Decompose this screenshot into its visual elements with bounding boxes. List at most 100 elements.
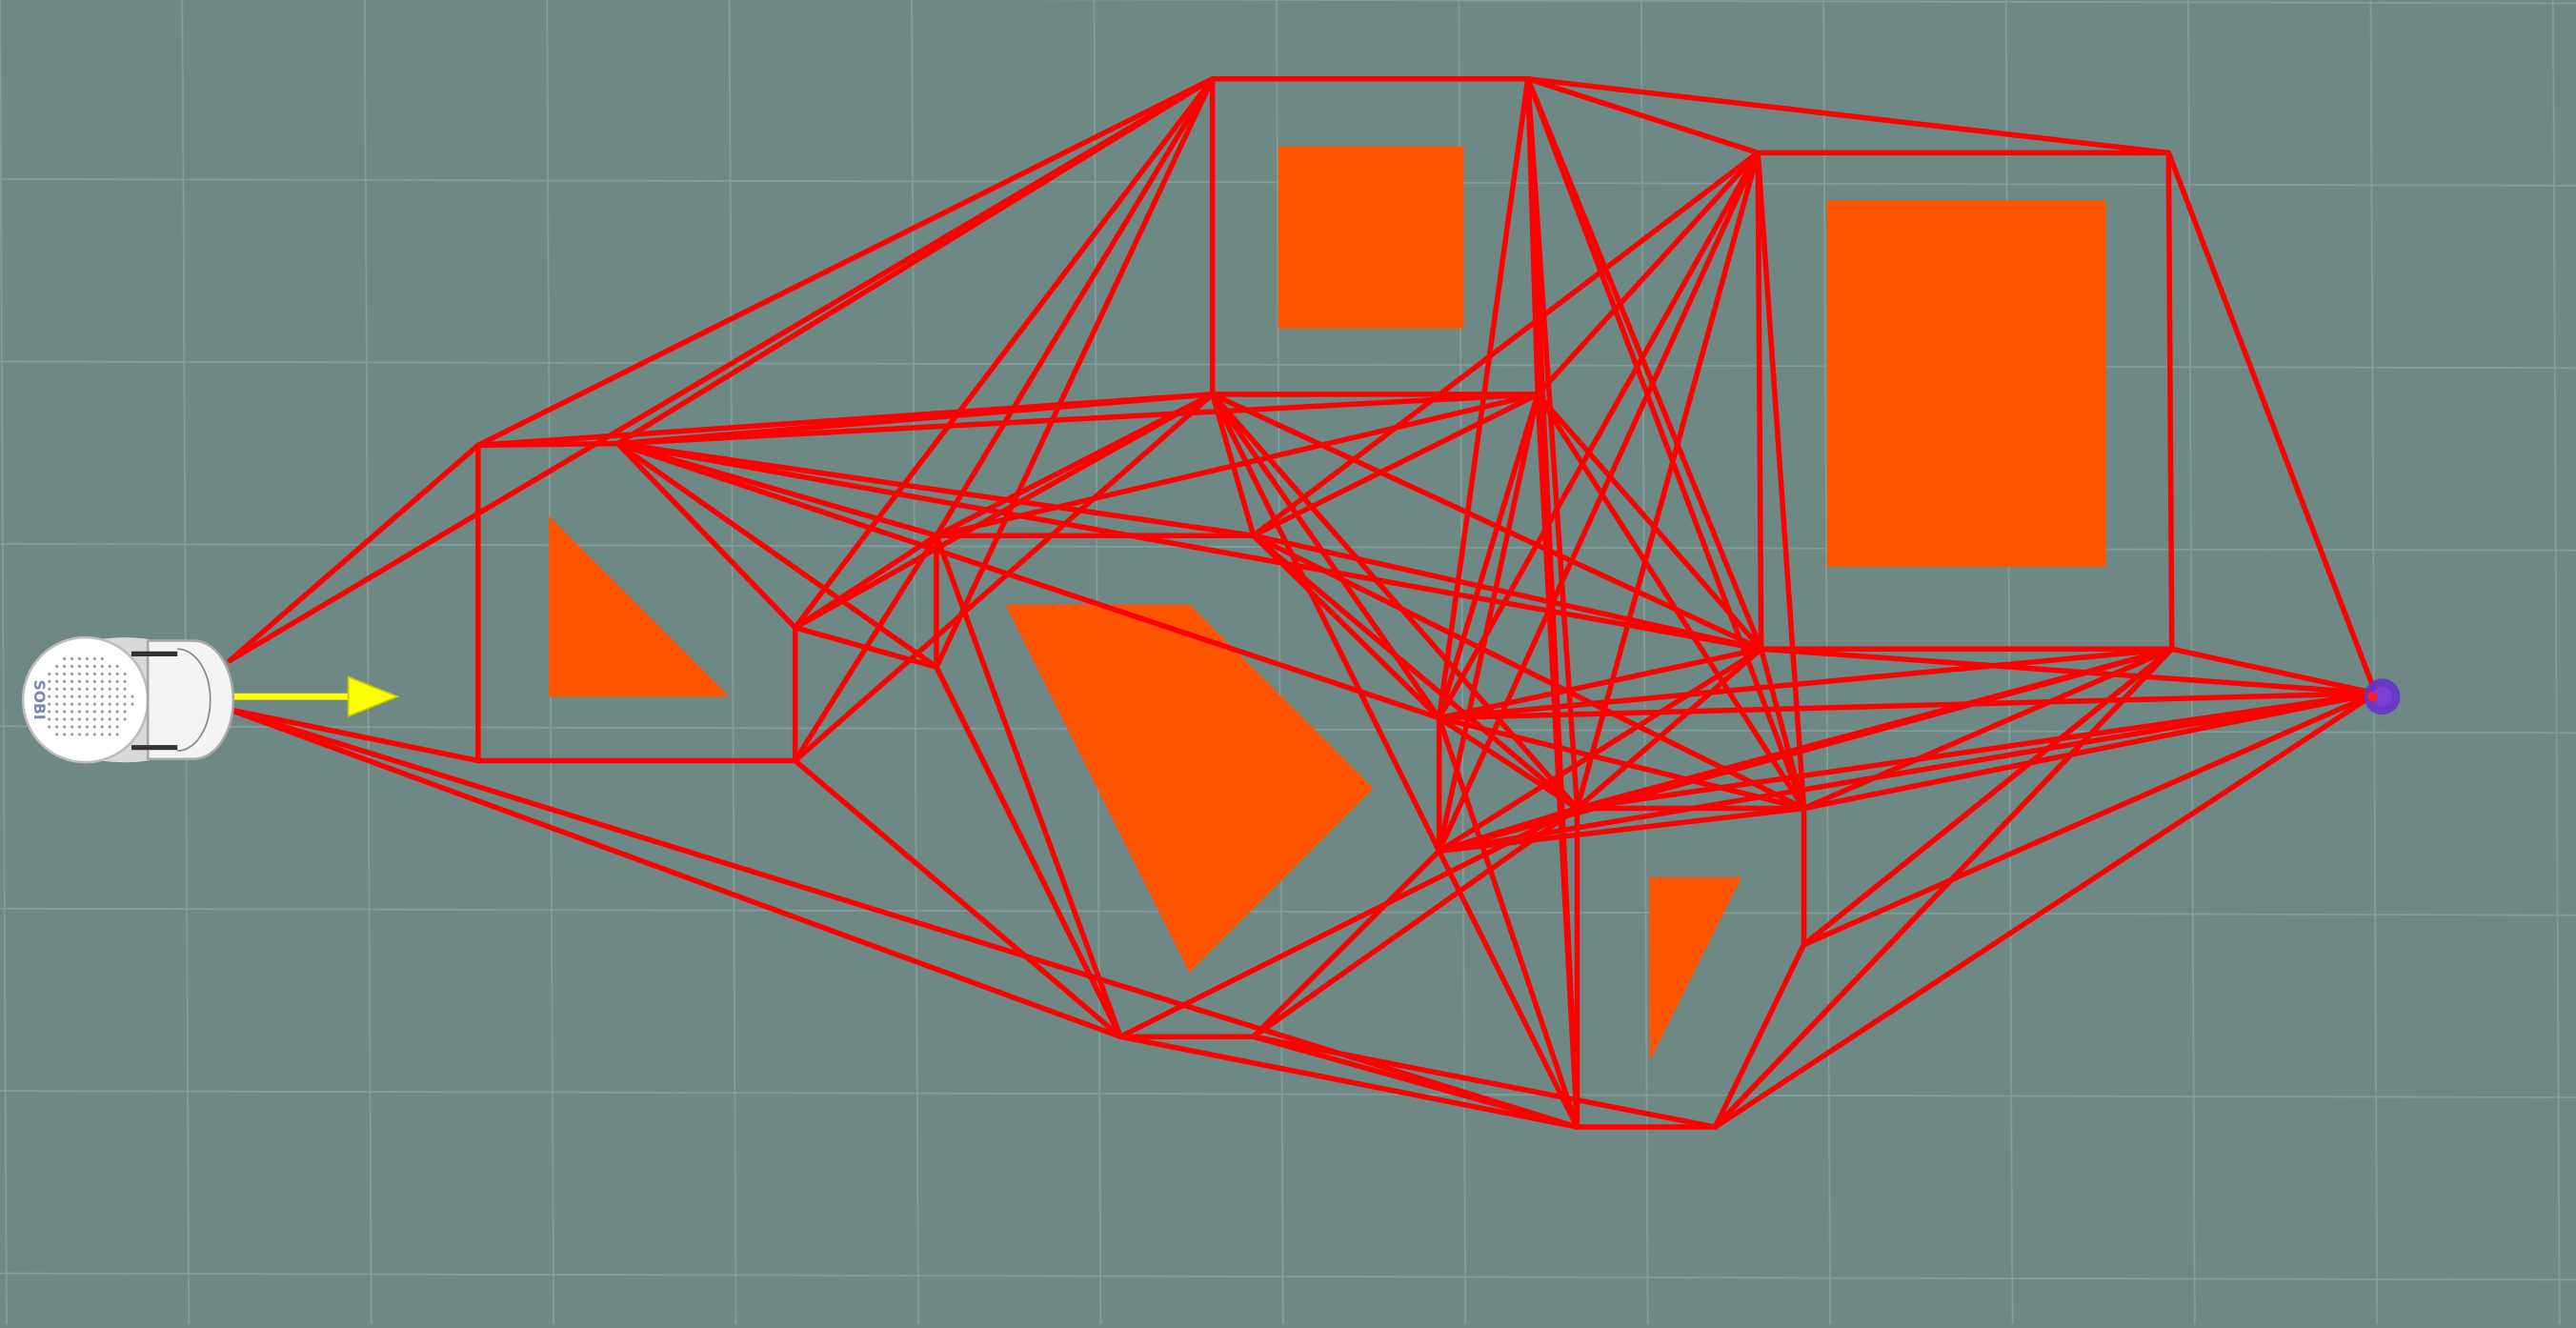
grille-dot [123, 702, 127, 706]
graph-edge [1251, 533, 1807, 812]
robot-speaker-grille [48, 656, 134, 736]
grille-dot [55, 733, 59, 736]
graph-edge [1801, 691, 2379, 948]
grille-dot [70, 656, 74, 661]
grille-dot [100, 702, 104, 706]
graph-edge [614, 440, 1257, 538]
grille-dot [63, 717, 67, 721]
graph-edge [614, 392, 1216, 447]
graph-edge [1436, 805, 1807, 855]
grid-line [728, 0, 737, 1325]
grille-dot [48, 725, 51, 729]
graph-edge [1436, 805, 1580, 855]
grille-dot [48, 710, 51, 714]
graph-edge [614, 440, 939, 670]
grille-dot [77, 694, 82, 698]
grille-dot [70, 672, 74, 675]
grid-line [0, 0, 8, 1325]
graph-edge [1436, 848, 1580, 1130]
grille-dot [123, 710, 127, 714]
graph-edge [614, 440, 1442, 721]
obstacle-center-quad [1005, 604, 1374, 973]
robot-label: SOBI [30, 680, 48, 720]
grille-dot [115, 717, 119, 721]
obstacle-top-square [1278, 146, 1464, 329]
grille-dot [77, 687, 82, 691]
grille-dot [92, 717, 96, 721]
robot[interactable]: SOBI [21, 635, 235, 764]
graph-edge [1525, 76, 1761, 156]
grille-dot [70, 679, 74, 683]
grille-dot [77, 733, 82, 736]
grille-dot [77, 664, 82, 669]
grille-dot [108, 679, 111, 683]
grille-dot [123, 687, 127, 691]
grille-dot [55, 702, 59, 706]
graph-edge [792, 392, 1216, 764]
grille-dot [70, 687, 74, 691]
grille-dot [55, 687, 59, 691]
graph-edge [1535, 150, 1761, 397]
grille-dot [63, 733, 67, 736]
grille-dot [100, 687, 104, 691]
graph-edge [1251, 150, 1761, 538]
grille-dot [85, 710, 89, 714]
graph-edge [2169, 646, 2379, 696]
grid-line [363, 0, 372, 1325]
grille-dot [108, 710, 111, 714]
graph-edge [1117, 1034, 1580, 1130]
graph-edge [792, 533, 939, 764]
grille-dot [92, 672, 96, 675]
grille-dot [55, 664, 59, 669]
grille-dot [85, 725, 89, 729]
graph-edge [227, 442, 481, 664]
grille-dot [92, 656, 96, 661]
graph-edge [1251, 533, 1580, 812]
grille-dot [100, 717, 104, 721]
obstacle-small-triangle [1649, 876, 1741, 1062]
graph-edge [1574, 646, 1764, 812]
graph-edge [934, 76, 1216, 538]
grille-dot [100, 664, 104, 669]
graph-edge [1755, 150, 1807, 812]
grille-dot [85, 717, 89, 721]
yellow-arrow-icon [230, 675, 400, 718]
grille-dot [63, 672, 67, 675]
grille-dot [63, 710, 67, 714]
graph-edge [1251, 533, 1442, 721]
grille-dot [92, 733, 96, 736]
graph-edge [1209, 392, 1764, 652]
grille-dot [131, 702, 134, 706]
graph-edge [792, 392, 1216, 631]
graph-edge [1251, 805, 1580, 1039]
grille-dot [70, 694, 74, 698]
grid-line [1822, 0, 1831, 1325]
graph-edge [1251, 1034, 1719, 1130]
grille-dot [92, 664, 96, 669]
graph-edge [1436, 646, 1764, 855]
grille-dot [108, 702, 111, 706]
grille-dot [92, 687, 96, 691]
grille-dot [92, 710, 96, 714]
graph-edge [1436, 392, 1540, 721]
graph-edge [2165, 150, 2175, 652]
goal-marker-icon[interactable] [2364, 678, 2401, 715]
grille-dot [55, 672, 59, 675]
grille-dot [77, 702, 82, 706]
grille-dot [85, 694, 89, 698]
graph-edge [1436, 691, 2379, 855]
graph-edge [614, 76, 1216, 447]
graph-edge [1712, 691, 2379, 1130]
grille-dot [55, 725, 59, 729]
graph-edge [1251, 848, 1442, 1039]
grille-dot [115, 679, 119, 683]
graph-edge [1758, 646, 2379, 696]
graph-edge [227, 707, 481, 764]
grille-dot [123, 679, 127, 683]
graph-edge [1712, 941, 1807, 1130]
graph-edge [1436, 150, 1761, 721]
grid-line [0, 360, 2576, 370]
grille-dot [55, 710, 59, 714]
